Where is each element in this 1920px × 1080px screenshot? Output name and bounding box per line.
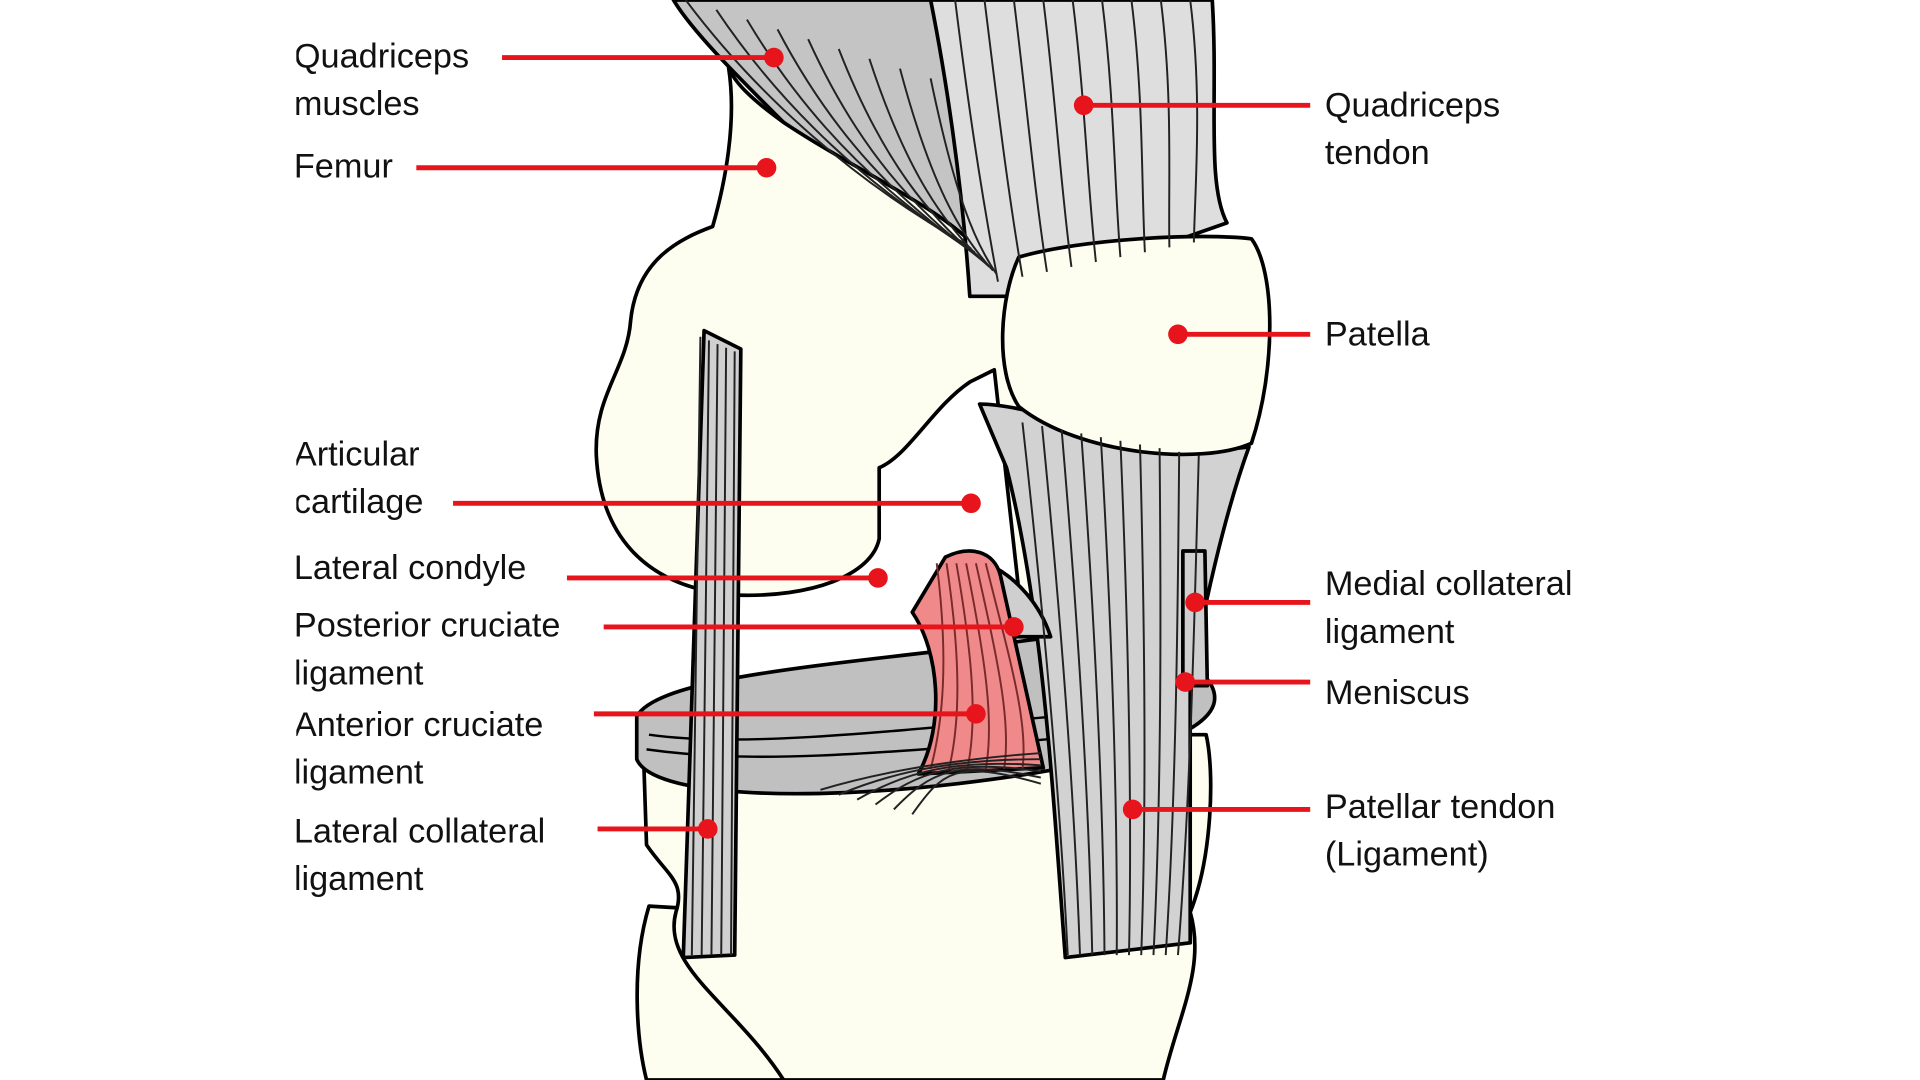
pointer-dot	[966, 704, 986, 724]
label-text: Patella	[1325, 315, 1431, 353]
label-left-3: Lateral condyle	[294, 549, 888, 588]
pointer-dot	[697, 819, 718, 839]
pointer-dot	[756, 157, 777, 178]
pointer-dot	[1122, 799, 1143, 820]
label-text: Femur	[294, 148, 393, 186]
anatomy-illustration	[594, 0, 1272, 1080]
patella	[1000, 234, 1272, 457]
anterior-cruciate-ligament	[910, 549, 1046, 776]
pointer-dot	[1073, 95, 1094, 116]
label-right-3: Meniscus	[1175, 672, 1470, 712]
label-text: Lateral condyle	[294, 549, 526, 587]
pointer-dot	[1168, 324, 1188, 345]
label-right-4: Patellar tendon(Ligament)	[1122, 788, 1556, 874]
quadriceps-tendon	[928, 0, 1229, 299]
pointer-dot	[764, 47, 784, 68]
label-text: Patellar tendon(Ligament)	[1325, 788, 1556, 874]
pointer-dot	[1185, 592, 1205, 613]
label-right-1: Patella	[1168, 315, 1431, 353]
label-text: Meniscus	[1325, 674, 1470, 712]
pointer-dot	[868, 568, 888, 588]
pointer-dot	[961, 493, 981, 514]
label-left-1: Femur	[294, 148, 777, 186]
lateral-collateral-ligament	[681, 328, 743, 960]
pointer-dot	[1175, 672, 1196, 692]
pointer-dot	[1004, 617, 1024, 637]
